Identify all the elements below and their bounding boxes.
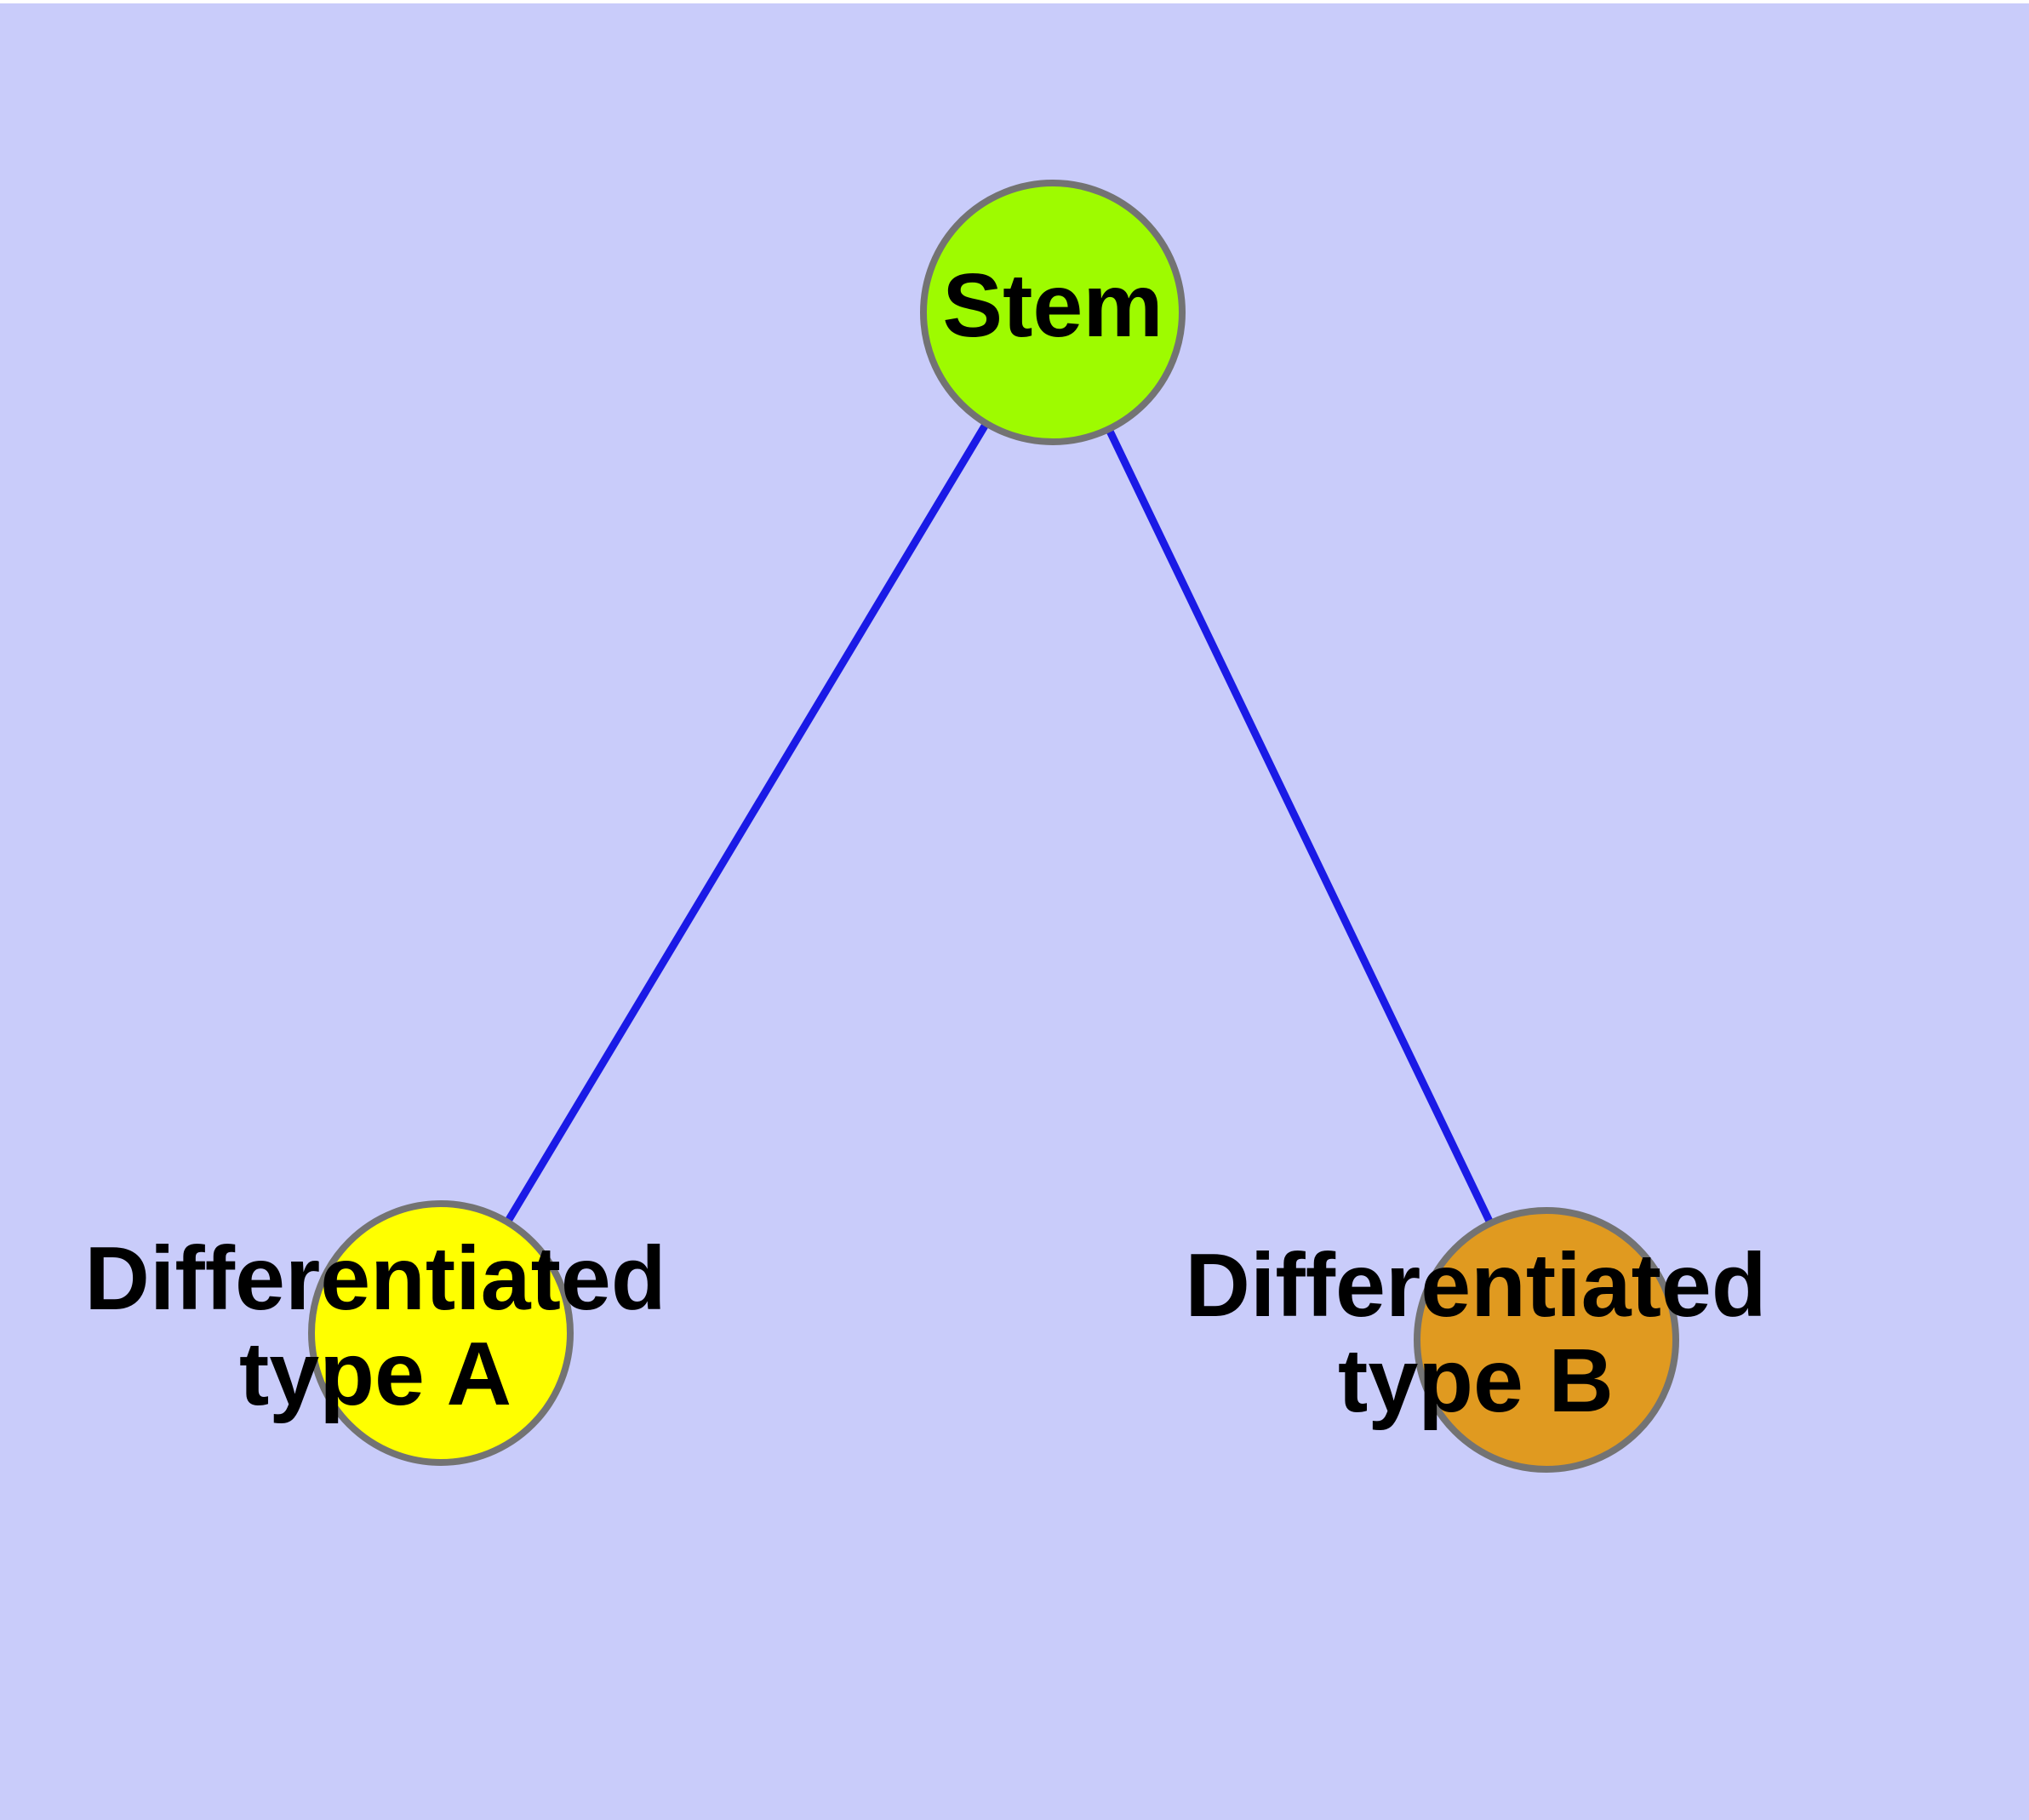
node-layer: [308, 180, 1679, 1473]
graph-node-stem[interactable]: [920, 180, 1186, 445]
graph-edge[interactable]: [1104, 424, 1495, 1228]
graph-node-label-line: Stem: [942, 255, 1163, 356]
graph-node-label-line: type B: [1338, 1331, 1614, 1431]
graph-node-diff-b[interactable]: [1414, 1207, 1679, 1473]
graph-node-label-stem: Stem: [942, 255, 1163, 356]
graph-node-label-line: Differentiated: [1185, 1235, 1766, 1336]
edge-layer: [502, 418, 1495, 1228]
graph-node-diff-a[interactable]: [308, 1200, 574, 1466]
graph-node-label-line: type A: [239, 1324, 512, 1424]
graph-edge[interactable]: [502, 418, 992, 1228]
graph-node-label-line: Differentiated: [84, 1228, 666, 1329]
